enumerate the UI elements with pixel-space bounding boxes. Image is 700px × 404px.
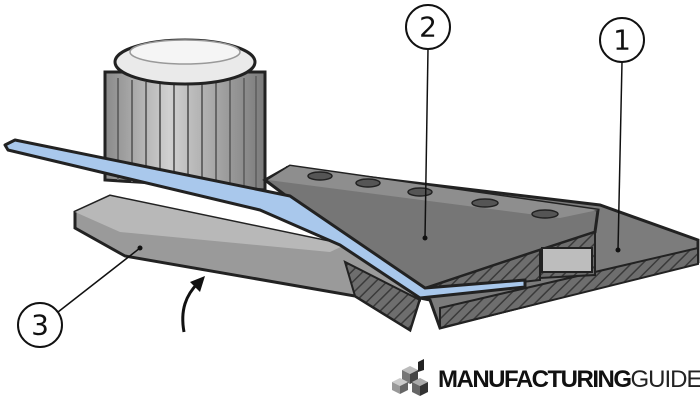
callout-1-label: 1 — [613, 24, 631, 57]
callout-3: 3 — [17, 245, 143, 348]
bending-leaf — [73, 194, 422, 333]
callout-2-label: 2 — [419, 11, 437, 44]
callout-1: 1 — [599, 17, 645, 253]
bend-direction-arrow-icon — [181, 276, 205, 333]
upper-clamp — [262, 164, 600, 294]
callout-3-label: 3 — [31, 309, 49, 342]
clamp-knob — [103, 38, 267, 192]
callout-2: 2 — [405, 4, 451, 241]
sheet-metal — [3, 138, 527, 300]
logo-text-light: GUIDE — [630, 366, 700, 393]
logo-cubes-icon — [392, 359, 428, 396]
logo-text-strong: MANUFACTURING — [438, 366, 632, 393]
